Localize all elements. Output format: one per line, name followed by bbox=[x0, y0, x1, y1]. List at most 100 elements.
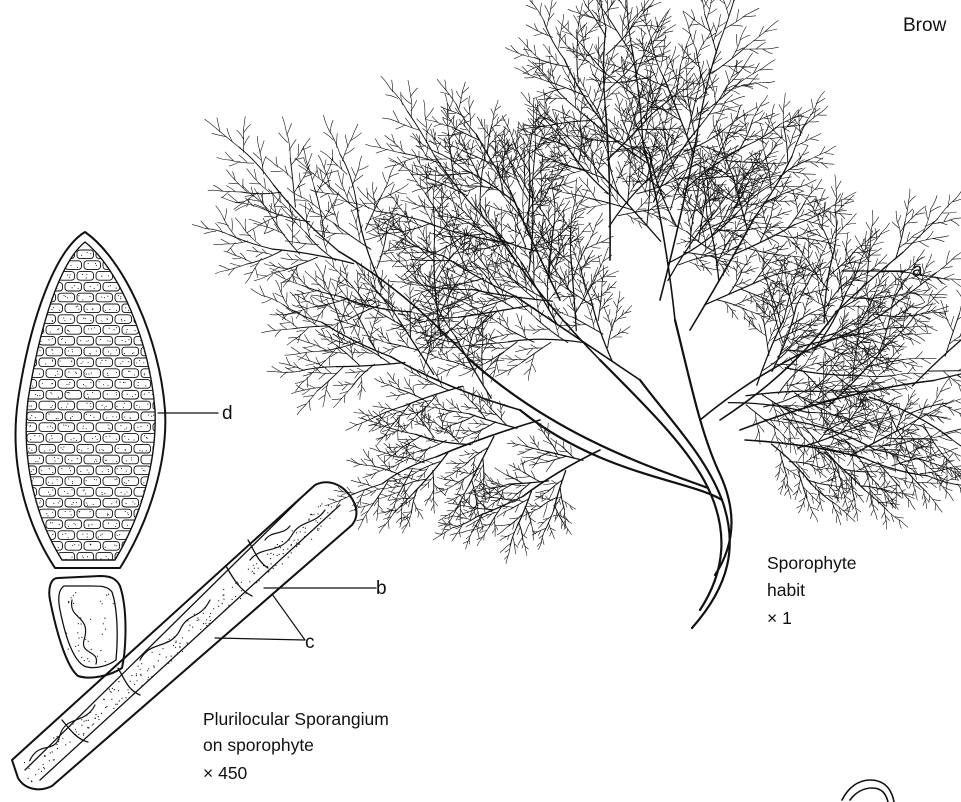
branchlet bbox=[253, 153, 261, 161]
branchlet bbox=[807, 367, 816, 369]
branchlet bbox=[615, 117, 616, 125]
branchlet bbox=[527, 349, 533, 355]
branchlet bbox=[854, 379, 863, 380]
branchlet bbox=[784, 113, 790, 120]
branchlet bbox=[373, 187, 377, 195]
branchlet bbox=[764, 253, 769, 258]
branchlet bbox=[815, 188, 823, 189]
branchlet bbox=[936, 236, 949, 238]
branchlet bbox=[816, 230, 821, 236]
branchlet bbox=[696, 108, 697, 116]
branchlet bbox=[582, 189, 590, 191]
branchlet bbox=[551, 197, 559, 201]
branchlet bbox=[803, 174, 809, 180]
branchlet bbox=[734, 96, 745, 100]
branchlet bbox=[772, 142, 773, 150]
branchlet bbox=[866, 327, 872, 330]
branchlet bbox=[565, 271, 568, 278]
branchlet bbox=[756, 187, 760, 191]
branchlet bbox=[389, 229, 399, 230]
branchlet bbox=[759, 433, 760, 445]
branchlet bbox=[311, 295, 321, 296]
branchlet bbox=[266, 157, 276, 165]
branchlet bbox=[350, 422, 358, 425]
branchlet bbox=[347, 187, 350, 197]
branchlet bbox=[827, 146, 836, 152]
branchlet bbox=[817, 179, 822, 187]
branchlet bbox=[714, 113, 725, 115]
branchlet bbox=[305, 203, 306, 215]
branchlet bbox=[811, 162, 819, 167]
branchlet bbox=[420, 177, 421, 188]
branchlet bbox=[735, 261, 741, 269]
branchlet bbox=[726, 71, 730, 83]
branchlet bbox=[310, 195, 313, 205]
branchlet bbox=[393, 410, 400, 411]
branchlet bbox=[805, 394, 811, 401]
branchlet bbox=[746, 8, 759, 15]
branchlet bbox=[788, 251, 795, 256]
branchlet bbox=[507, 252, 510, 261]
branchlet bbox=[434, 197, 442, 205]
branchlet bbox=[281, 323, 290, 324]
branchlet bbox=[293, 236, 300, 243]
branchlet bbox=[790, 114, 791, 123]
branchlet bbox=[896, 211, 897, 221]
branchlet bbox=[473, 346, 480, 347]
branchlet bbox=[271, 171, 283, 172]
branchlet bbox=[431, 209, 433, 220]
branchlet bbox=[279, 133, 288, 143]
branchlet bbox=[439, 296, 444, 302]
branchlet bbox=[509, 339, 585, 343]
branchlet bbox=[345, 265, 348, 270]
branchlet bbox=[547, 71, 554, 78]
branchlet bbox=[412, 216, 417, 224]
branchlet bbox=[699, 199, 701, 205]
branchlet bbox=[796, 286, 799, 293]
branchlet bbox=[604, 236, 614, 241]
branchlet bbox=[855, 359, 865, 360]
branchlet bbox=[217, 158, 230, 161]
branchlet bbox=[219, 265, 229, 269]
branchlet bbox=[247, 251, 256, 252]
branchlet bbox=[332, 282, 336, 290]
branchlet bbox=[831, 228, 833, 238]
branchlet bbox=[795, 256, 804, 258]
branchlet bbox=[362, 337, 364, 344]
branchlet bbox=[355, 306, 362, 308]
branchlet bbox=[714, 88, 717, 97]
branchlet bbox=[618, 151, 624, 157]
branchlet bbox=[811, 99, 813, 109]
branchlet bbox=[681, 239, 687, 242]
branchlet bbox=[564, 263, 572, 269]
branchlet bbox=[532, 271, 538, 277]
branchlet bbox=[316, 276, 326, 283]
branchlet bbox=[237, 130, 244, 139]
branchlet bbox=[528, 371, 530, 381]
branchlet bbox=[594, 89, 596, 96]
branchlet bbox=[262, 156, 266, 167]
branchlet bbox=[590, 199, 633, 211]
branchlet bbox=[768, 251, 775, 253]
branchlet bbox=[873, 217, 879, 226]
branchlet bbox=[774, 217, 782, 219]
branchlet bbox=[290, 292, 297, 301]
branchlet bbox=[294, 362, 300, 369]
branchlet bbox=[314, 340, 320, 348]
branchlet bbox=[579, 203, 589, 207]
branchlet bbox=[229, 161, 240, 166]
branchlet bbox=[410, 284, 411, 293]
branchlet bbox=[787, 135, 790, 143]
branchlet bbox=[521, 316, 523, 325]
branchlet bbox=[262, 299, 271, 303]
branchlet bbox=[760, 124, 763, 135]
branchlet bbox=[919, 326, 926, 332]
branchlet bbox=[614, 301, 618, 308]
branchlet bbox=[404, 388, 411, 390]
branchlet bbox=[310, 297, 313, 303]
branchlet bbox=[643, 33, 646, 40]
branchlet bbox=[247, 225, 259, 233]
branchlet bbox=[910, 260, 911, 267]
branchlet bbox=[663, 217, 672, 222]
branchlet bbox=[753, 40, 765, 41]
